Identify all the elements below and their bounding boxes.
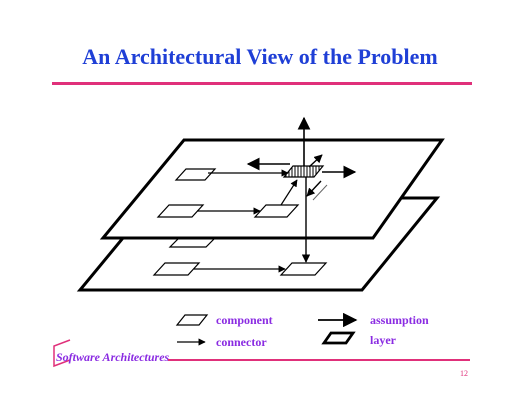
top-component-upper-left xyxy=(174,168,217,181)
footer-rule xyxy=(168,359,470,361)
page-number: 12 xyxy=(460,369,468,378)
legend-layer-icon xyxy=(321,331,356,345)
legend-connector-label: connector xyxy=(216,335,267,349)
footer-bracket-icon xyxy=(53,339,71,368)
assumption-arrow-down-right-2 xyxy=(312,184,328,201)
legend-assumption-label: assumption xyxy=(370,313,429,327)
bottom-component-left xyxy=(152,262,201,276)
legend-layer-label: layer xyxy=(370,333,397,347)
assumption-arrow-up-right xyxy=(308,154,323,168)
slide-title: An Architectural View of the Problem xyxy=(82,44,438,69)
footer-brand: Software Architectures xyxy=(56,350,170,364)
title-underline xyxy=(52,82,472,85)
connector-lower-right-up xyxy=(280,179,298,206)
assumption-arrow-down-right xyxy=(306,180,322,197)
legend-component-label: component xyxy=(216,313,273,327)
legend-component-icon xyxy=(175,314,209,326)
top-component-lower-left xyxy=(156,204,205,218)
